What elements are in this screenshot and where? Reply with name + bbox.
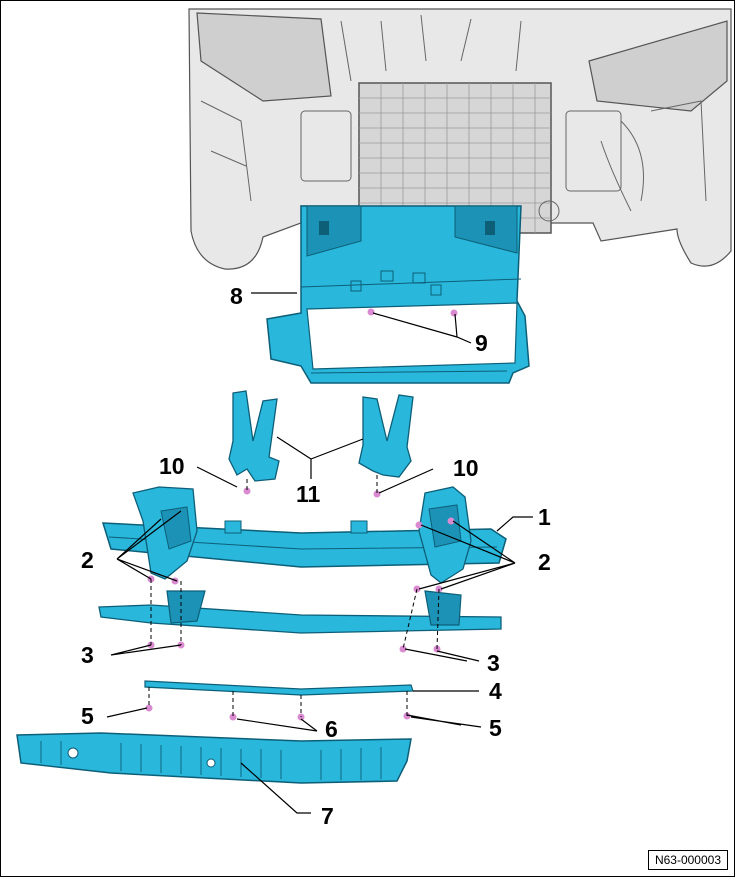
callout-5-left: 5 <box>81 703 94 729</box>
right-headlight <box>588 20 728 112</box>
callout-1: 1 <box>538 504 551 530</box>
figure-id-label: N63-000003 <box>647 850 728 870</box>
part-4-strip <box>144 680 414 696</box>
callout-10-right: 10 <box>453 455 479 481</box>
alignment-lines <box>148 475 440 717</box>
callout-2-right: 2 <box>538 549 551 575</box>
part-11-right-bracket <box>358 394 414 478</box>
part-11-left-bracket <box>228 390 280 482</box>
callout-3-right: 3 <box>487 650 500 676</box>
callout-3-left: 3 <box>81 642 94 668</box>
part-1-cross-member <box>101 486 507 584</box>
leader-lines <box>106 292 533 814</box>
callout-9: 9 <box>475 330 488 356</box>
callout-2-left: 2 <box>81 547 94 573</box>
callout-5-right: 5 <box>489 715 502 741</box>
part-3-lower-member <box>98 590 502 634</box>
part-8-lock-carrier <box>266 205 530 384</box>
left-headlight <box>196 12 332 102</box>
callout-11: 11 <box>296 481 321 507</box>
callout-4: 4 <box>489 678 502 704</box>
callout-8: 8 <box>230 283 243 309</box>
engine-bay-details <box>200 14 707 222</box>
callout-7: 7 <box>321 803 334 829</box>
callout-10-left: 10 <box>159 453 185 479</box>
part-7-energy-absorber <box>16 732 412 784</box>
callout-6: 6 <box>325 716 338 742</box>
